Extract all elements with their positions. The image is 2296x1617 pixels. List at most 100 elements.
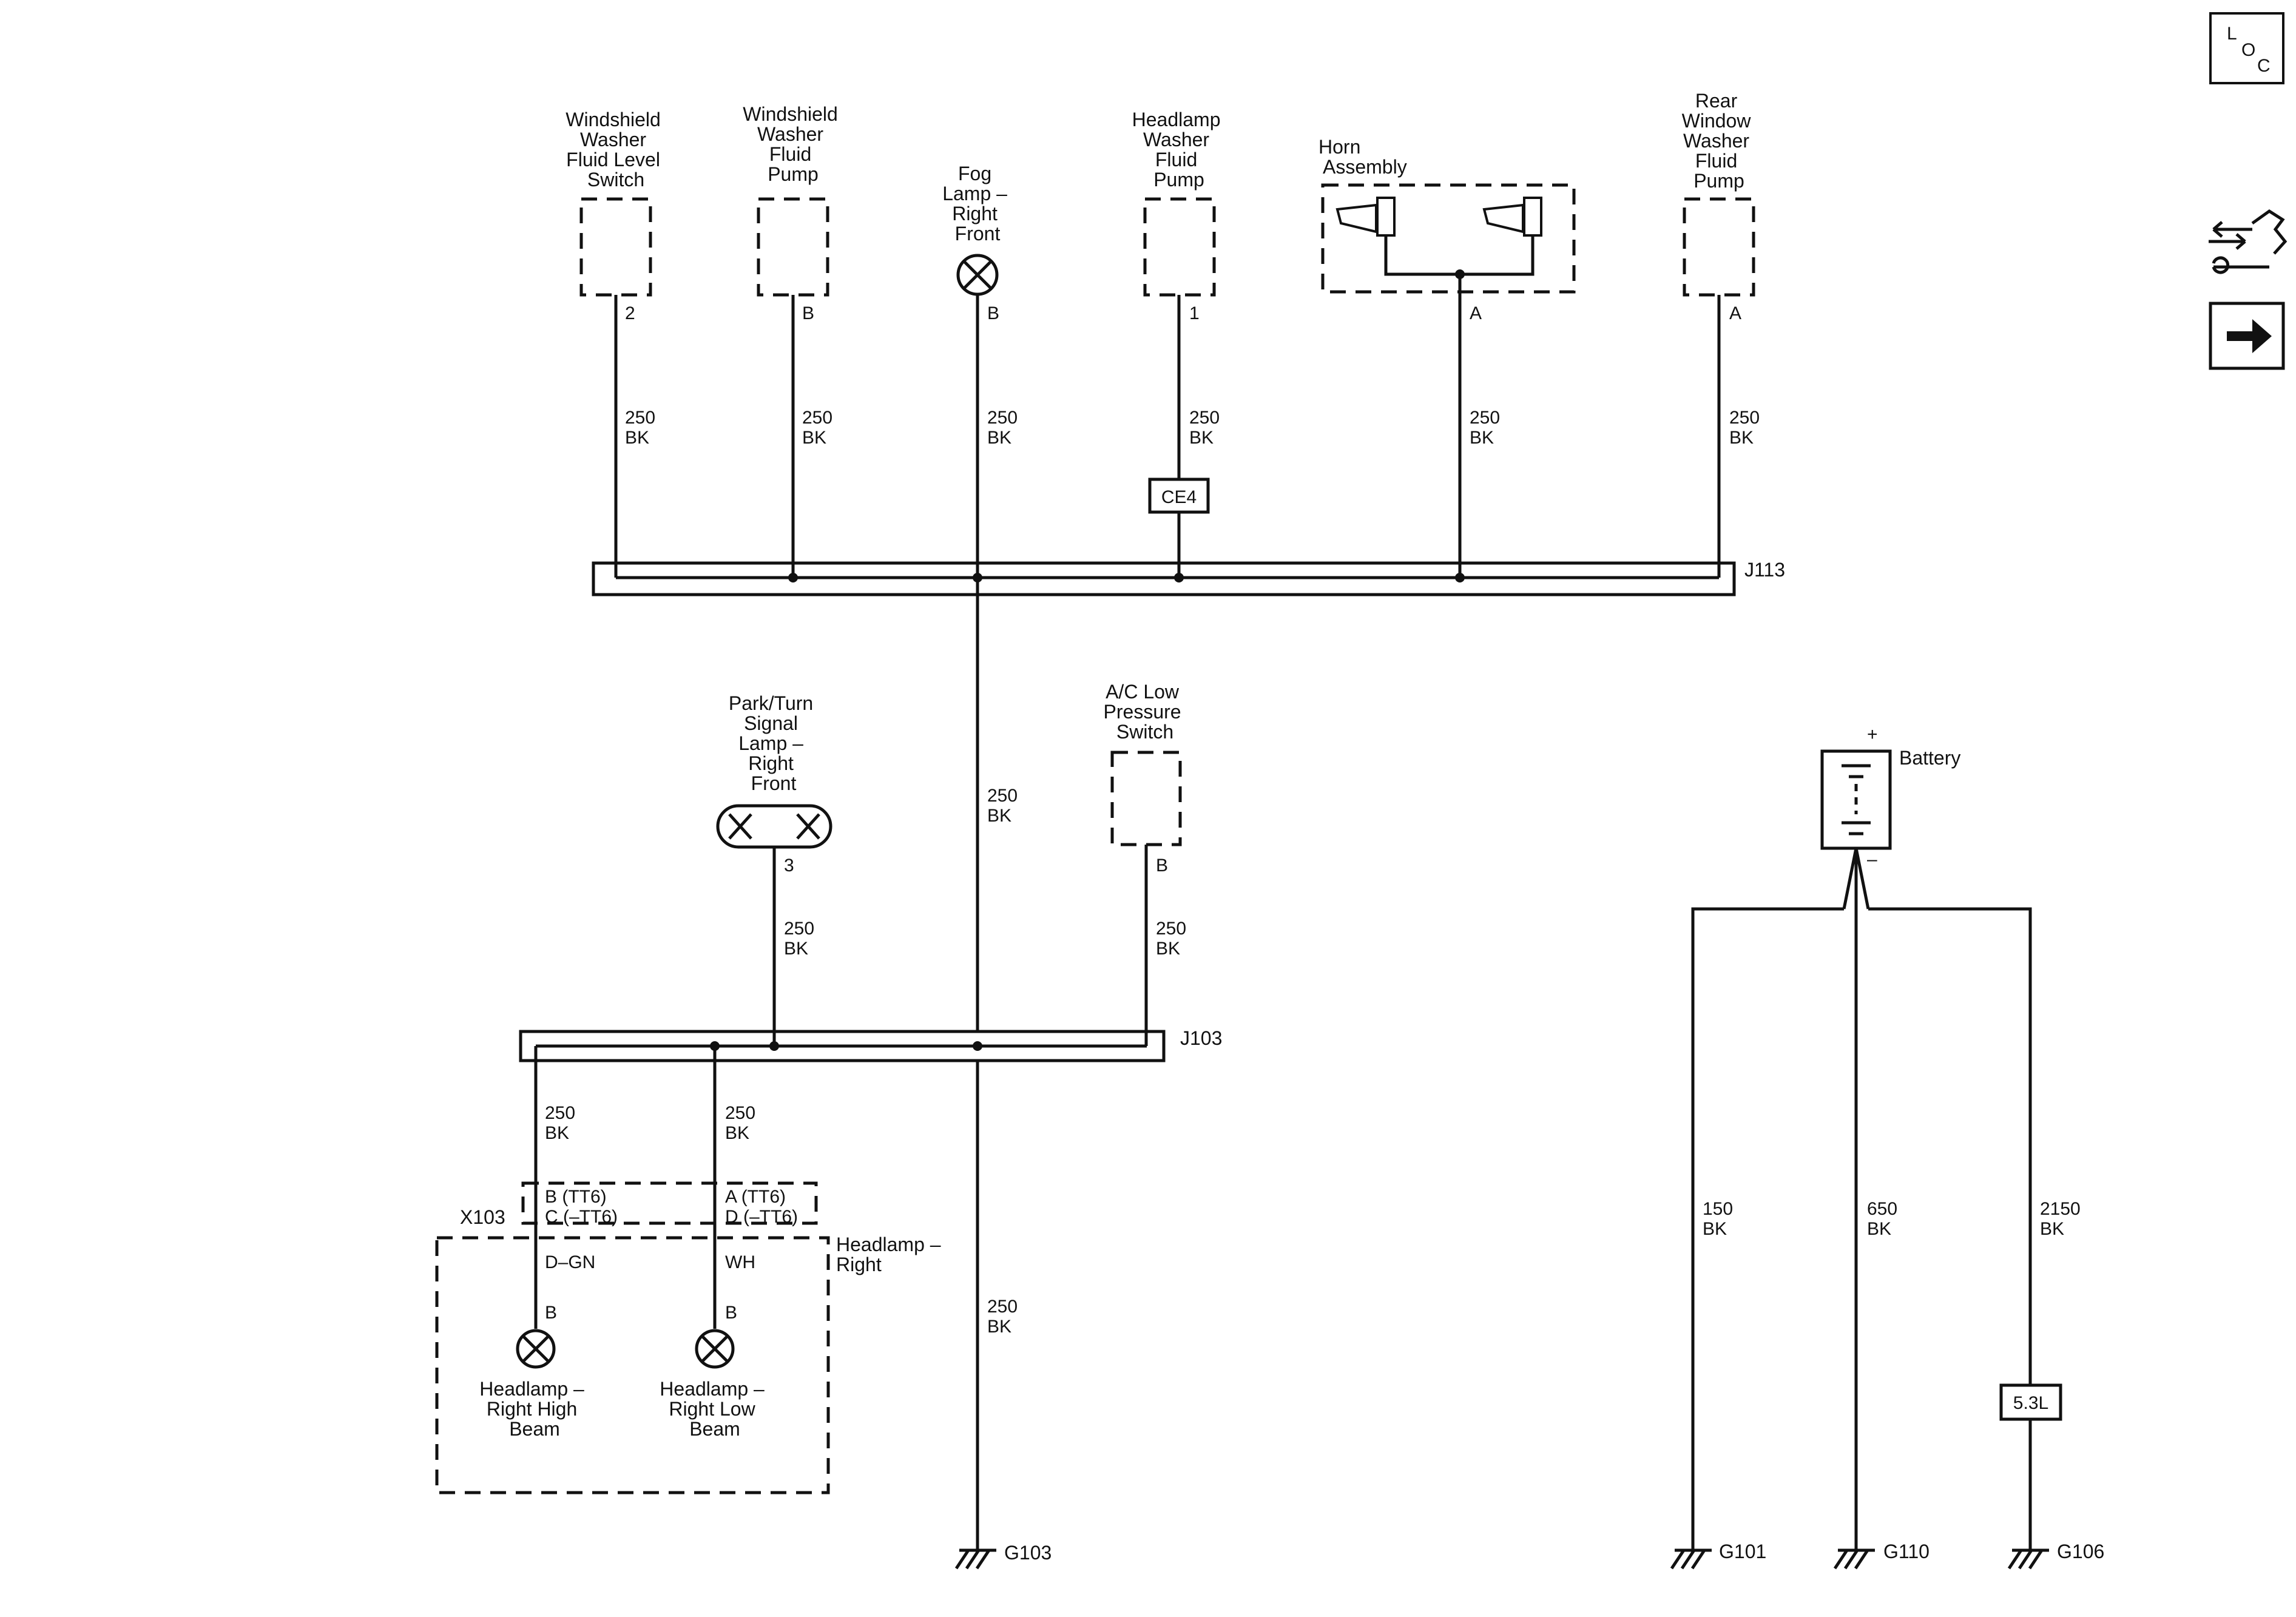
ground-g106-label: G106 bbox=[2057, 1541, 2104, 1562]
high-beam-circuit: 250 BK B (TT6) C (–TT6) D–GN B Headlamp … bbox=[479, 1046, 618, 1440]
horn-wire-color: BK bbox=[1470, 428, 1494, 448]
svg-text:5.3L: 5.3L bbox=[2013, 1393, 2048, 1413]
wwf-pump: Windshield Washer Fluid Pump B 250 BK bbox=[743, 103, 838, 582]
fog-lamp-wire-color: BK bbox=[987, 428, 1011, 448]
ground-g103-label: G103 bbox=[1004, 1542, 1052, 1564]
high-beam-pin: B bbox=[545, 1303, 557, 1323]
ac-switch-pin: B bbox=[1156, 856, 1168, 876]
high-beam-wire-gauge: 250 bbox=[545, 1103, 575, 1123]
wwf-pump-wire-color: BK bbox=[802, 428, 826, 448]
battery: + – Battery bbox=[1820, 724, 1960, 869]
high-beam-bulb-icon bbox=[516, 1329, 556, 1369]
wwf-pump-pin: B bbox=[802, 303, 814, 323]
wwfl-switch-label: Windshield Washer Fluid Level Switch bbox=[566, 109, 666, 191]
splice-j113: J113 bbox=[592, 559, 1785, 596]
g110-wire-gauge: 650 bbox=[1867, 1199, 1897, 1219]
low-beam-label: Headlamp – Right Low Beam bbox=[660, 1378, 769, 1440]
hwf-pump-label: Headlamp Washer Fluid Pump bbox=[1132, 109, 1226, 191]
option-tag-ce4: CE4 bbox=[1148, 478, 1210, 514]
ground-g103: G103 bbox=[954, 1542, 1052, 1570]
g106-wire-gauge: 2150 bbox=[2040, 1199, 2081, 1219]
svg-text:CE4: CE4 bbox=[1161, 487, 1197, 507]
battery-label: Battery bbox=[1899, 747, 1960, 769]
ac-switch-wire-color: BK bbox=[1156, 939, 1180, 959]
ground-g110-label: G110 bbox=[1883, 1541, 1930, 1562]
g106-wire-color: BK bbox=[2040, 1219, 2064, 1239]
battery-minus-sign: – bbox=[1867, 849, 1877, 869]
trunk-upper-wire-gauge: 250 bbox=[987, 786, 1018, 806]
connector-tools-icon[interactable] bbox=[2209, 209, 2288, 274]
connector-x103 bbox=[521, 1181, 818, 1225]
ground-g101-label: G101 bbox=[1719, 1541, 1766, 1562]
park-turn-lamp: Park/Turn Signal Lamp – Right Front 3 25… bbox=[716, 692, 832, 1051]
horn-pin: A bbox=[1470, 303, 1482, 323]
horn-left-icon bbox=[1335, 197, 1396, 237]
park-turn-bulb-icon bbox=[716, 804, 832, 849]
next-page-button[interactable] bbox=[2209, 302, 2285, 370]
g101-wire-color: BK bbox=[1703, 1219, 1727, 1239]
rwwf-pump-pin: A bbox=[1729, 303, 1741, 323]
wwfl-wire-gauge: 250 bbox=[625, 408, 655, 428]
g101-wire-gauge: 150 bbox=[1703, 1199, 1733, 1219]
battery-plus-sign: + bbox=[1867, 724, 1878, 744]
ground-g101-branch: 150 BK G101 bbox=[1670, 1199, 1766, 1570]
fog-lamp-wire-gauge: 250 bbox=[987, 408, 1018, 428]
rwwf-pump-wire-gauge: 250 bbox=[1729, 408, 1760, 428]
horn-assembly: Horn Assembly A 250 BK bbox=[1319, 136, 1576, 582]
park-turn-wire-gauge: 250 bbox=[784, 919, 814, 939]
low-beam-bulb-icon bbox=[695, 1329, 735, 1369]
high-beam-conn-pin-1: B (TT6) bbox=[545, 1187, 607, 1207]
hwf-pump-pin: 1 bbox=[1189, 303, 1200, 323]
loc-letter-c: C bbox=[2257, 56, 2271, 76]
g110-wire-color: BK bbox=[1867, 1219, 1891, 1239]
ac-switch-wire-gauge: 250 bbox=[1156, 919, 1186, 939]
low-beam-wire-gauge: 250 bbox=[725, 1103, 755, 1123]
high-beam-internal-wire: D–GN bbox=[545, 1252, 595, 1272]
trunk-upper-wire-color: BK bbox=[987, 806, 1011, 826]
rwwf-pump: Rear Window Washer Fluid Pump A 250 BK bbox=[1682, 90, 1760, 578]
high-beam-label: Headlamp – Right High Beam bbox=[479, 1378, 589, 1440]
loc-letter-l: L bbox=[2227, 24, 2237, 44]
loc-button[interactable]: L O C bbox=[2209, 12, 2284, 84]
main-ground-trunk: 250 BK 250 BK bbox=[973, 294, 1018, 1550]
wwfl-switch: Windshield Washer Fluid Level Switch 2 2… bbox=[566, 109, 666, 578]
high-beam-wire-color: BK bbox=[545, 1123, 569, 1143]
low-beam-wire-color: BK bbox=[725, 1123, 749, 1143]
ground-g110-branch: 650 BK G110 bbox=[1833, 1199, 1930, 1570]
hwf-pump-wire-color: BK bbox=[1189, 428, 1214, 448]
fog-lamp-pin: B bbox=[987, 303, 999, 323]
park-turn-wire-color: BK bbox=[784, 939, 808, 959]
fog-lamp: Fog Lamp – Right Front B 250 BK bbox=[942, 163, 1018, 448]
splice-j103: J103 bbox=[519, 1027, 1222, 1062]
trunk-lower-wire-color: BK bbox=[987, 1317, 1011, 1337]
headlamp-right-label: Headlamp – Right bbox=[836, 1234, 946, 1275]
low-beam-conn-pin-2: D (–TT6) bbox=[725, 1207, 798, 1227]
splice-j103-label: J103 bbox=[1180, 1027, 1222, 1049]
splice-j113-label: J113 bbox=[1744, 559, 1785, 581]
wwfl-wire-color: BK bbox=[625, 428, 649, 448]
horn-wire-gauge: 250 bbox=[1470, 408, 1500, 428]
rwwf-pump-wire-color: BK bbox=[1729, 428, 1754, 448]
rwwf-pump-label: Rear Window Washer Fluid Pump bbox=[1682, 90, 1757, 192]
fog-lamp-label: Fog Lamp – Right Front bbox=[942, 163, 1013, 245]
park-turn-label: Park/Turn Signal Lamp – Right Front bbox=[729, 692, 819, 794]
low-beam-internal-wire: WH bbox=[725, 1252, 755, 1272]
hwf-pump-wire-gauge: 250 bbox=[1189, 408, 1220, 428]
loc-letter-o: O bbox=[2241, 40, 2255, 60]
wwfl-pin: 2 bbox=[625, 303, 635, 323]
ground-g106-branch: 2150 BK 5.3L G106 bbox=[1999, 1199, 2104, 1570]
fog-lamp-bulb-icon bbox=[956, 254, 999, 296]
park-turn-pin: 3 bbox=[784, 856, 794, 876]
horn-right-icon bbox=[1482, 197, 1542, 237]
high-beam-conn-pin-2: C (–TT6) bbox=[545, 1207, 618, 1227]
right-arrow-icon bbox=[2227, 319, 2272, 353]
ac-switch-label: A/C Low Pressure Switch bbox=[1104, 681, 1187, 743]
low-beam-circuit: 250 BK A (TT6) D (–TT6) WH B Headlamp – … bbox=[660, 1041, 798, 1440]
wwf-pump-wire-gauge: 250 bbox=[802, 408, 832, 428]
horn-assembly-label: Horn Assembly bbox=[1319, 136, 1407, 178]
headlamp-right-assembly: X103 Headlamp – Right bbox=[435, 1181, 946, 1494]
hwf-pump: Headlamp Washer Fluid Pump 1 250 BK CE4 bbox=[1132, 109, 1226, 582]
ac-low-pressure-switch: A/C Low Pressure Switch B 250 BK bbox=[1104, 681, 1187, 1046]
connector-x103-label: X103 bbox=[460, 1206, 505, 1228]
